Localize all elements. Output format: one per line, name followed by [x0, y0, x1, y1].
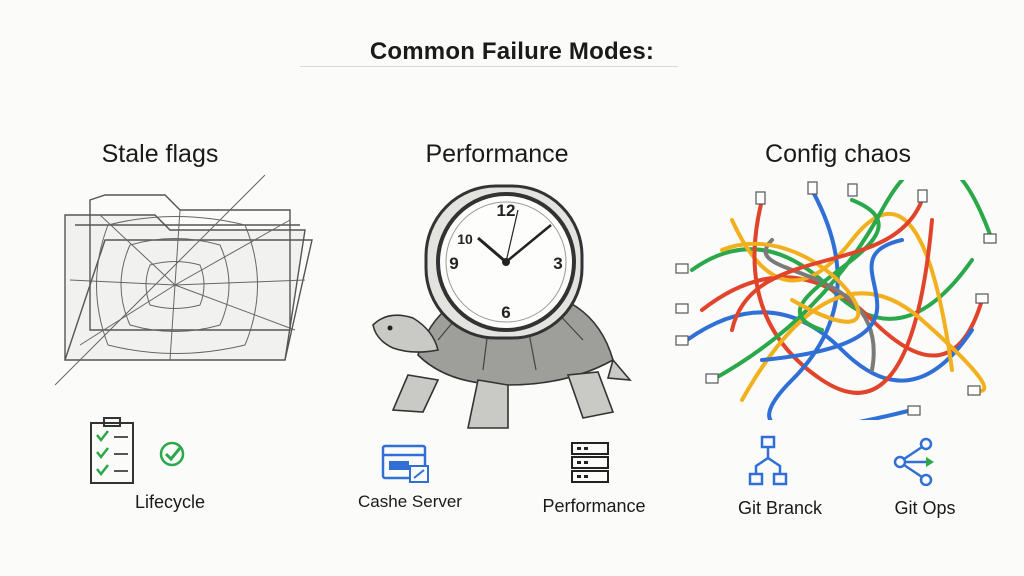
turtle-clock-icon: 12 3 6 9 10	[372, 184, 632, 429]
git-ops-icon	[893, 437, 934, 486]
cobweb-folder-icon	[54, 174, 313, 386]
git-branch-icon	[748, 435, 788, 486]
heading-performance: Performance	[425, 140, 569, 168]
server-rack-icon	[571, 442, 609, 483]
clock-number-6: 6	[501, 303, 510, 322]
heading-stale-flags: Stale flags	[101, 140, 219, 168]
label-lifecycle: Lifecycle	[134, 492, 206, 512]
clock-number-3: 3	[553, 254, 562, 273]
tangled-cables-icon	[675, 180, 997, 420]
title-divider	[300, 66, 678, 67]
cache-server-icon	[381, 444, 429, 483]
page-title: Common Failure Modes:	[369, 38, 655, 65]
label-git-branck: Git Branck	[737, 498, 823, 518]
clock-number-12: 12	[497, 201, 516, 220]
checkmark-icon	[159, 441, 185, 467]
label-performance: Performance	[542, 496, 646, 516]
clock-number-9: 9	[449, 254, 458, 273]
clock-number-10: 10	[457, 231, 473, 247]
label-git-ops: Git Ops	[894, 498, 956, 518]
heading-config-chaos: Config chaos	[765, 140, 911, 168]
label-cashe-server: Cashe Server	[358, 492, 462, 511]
checklist-icon	[90, 417, 134, 484]
